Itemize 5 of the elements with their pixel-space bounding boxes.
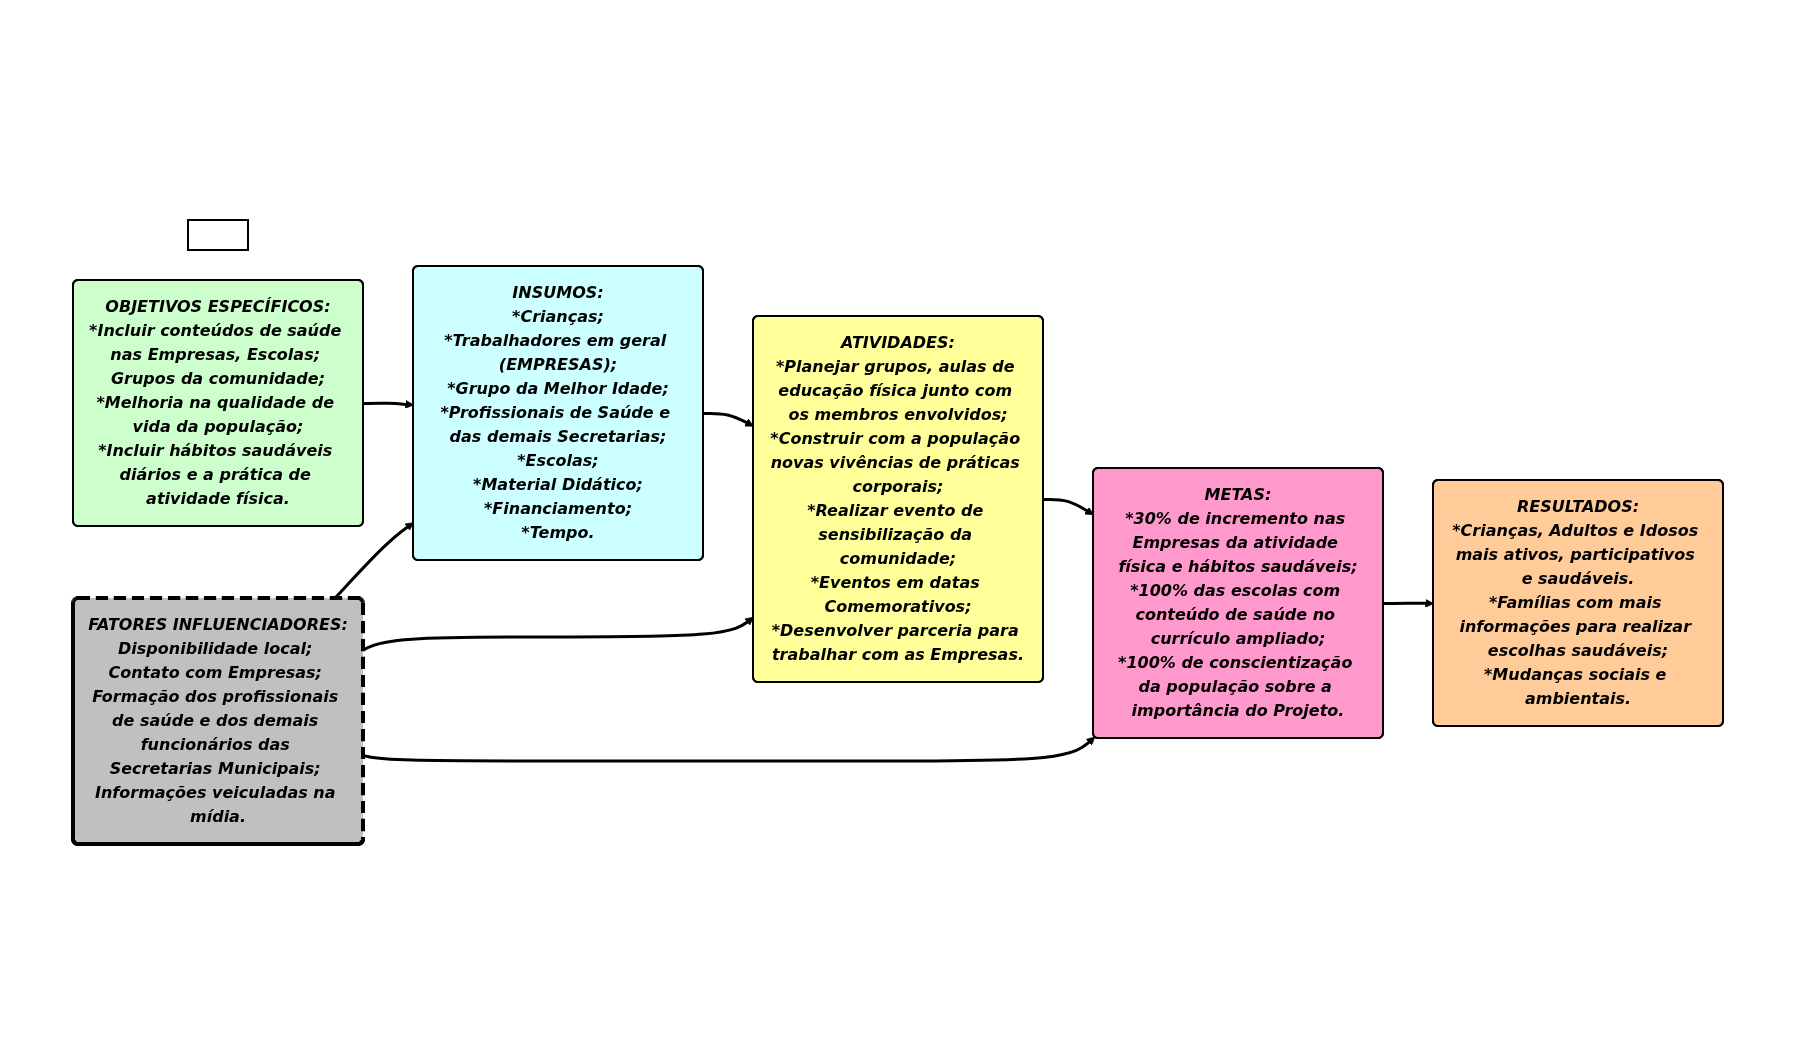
node-box bbox=[187, 219, 249, 251]
arrow bbox=[1383, 598, 1434, 608]
arrow bbox=[363, 399, 414, 409]
arrow bbox=[703, 411, 754, 427]
arrow bbox=[1043, 497, 1094, 516]
